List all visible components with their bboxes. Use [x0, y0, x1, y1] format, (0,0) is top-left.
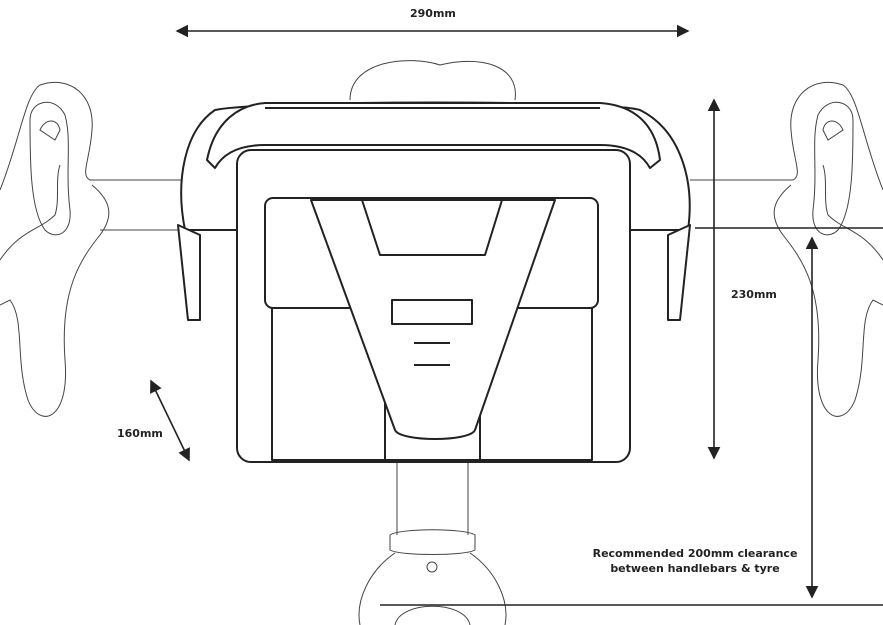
stem-top: [349, 60, 516, 101]
depth-label: 160mm: [117, 427, 163, 440]
clearance-note: Recommended 200mm clearance between hand…: [580, 546, 810, 576]
right-handlebar: [690, 81, 883, 417]
depth-arrow: [150, 379, 190, 462]
left-handlebar: [0, 81, 190, 417]
handlebar-bag: [177, 101, 691, 463]
width-label: 290mm: [410, 7, 456, 20]
clearance-note-line1: Recommended 200mm clearance: [592, 547, 798, 560]
height-label: 230mm: [731, 288, 777, 301]
clearance-note-line2: between handlebars & tyre: [610, 562, 780, 575]
stem: [358, 462, 507, 625]
